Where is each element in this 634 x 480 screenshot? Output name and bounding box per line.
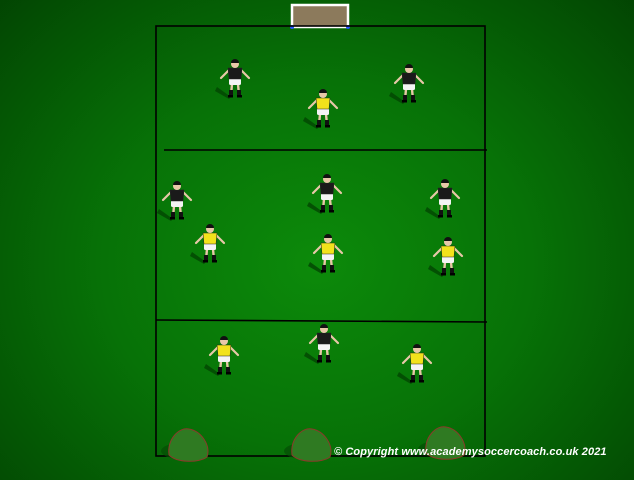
copyright-text: © Copyright www.academysoccercoach.co.uk… (334, 446, 607, 458)
player-yellow-2 (303, 89, 339, 129)
player-black-3 (389, 64, 425, 104)
goal (290, 3, 350, 29)
player-black-4 (157, 181, 193, 221)
goal-net (290, 3, 350, 29)
cone-3 (418, 426, 466, 460)
player-yellow-12 (397, 344, 433, 384)
player-black-6 (425, 179, 461, 219)
cone-1 (161, 428, 209, 462)
player-black-11 (304, 324, 340, 364)
zone-line-bottom (155, 319, 488, 323)
player-yellow-8 (308, 234, 344, 274)
player-black-1 (215, 59, 251, 99)
player-black-5 (307, 174, 343, 214)
player-yellow-9 (428, 237, 464, 277)
cone-2 (284, 428, 332, 462)
player-yellow-7 (190, 224, 226, 264)
player-yellow-10 (204, 336, 240, 376)
players (157, 59, 464, 384)
cones (161, 426, 466, 462)
